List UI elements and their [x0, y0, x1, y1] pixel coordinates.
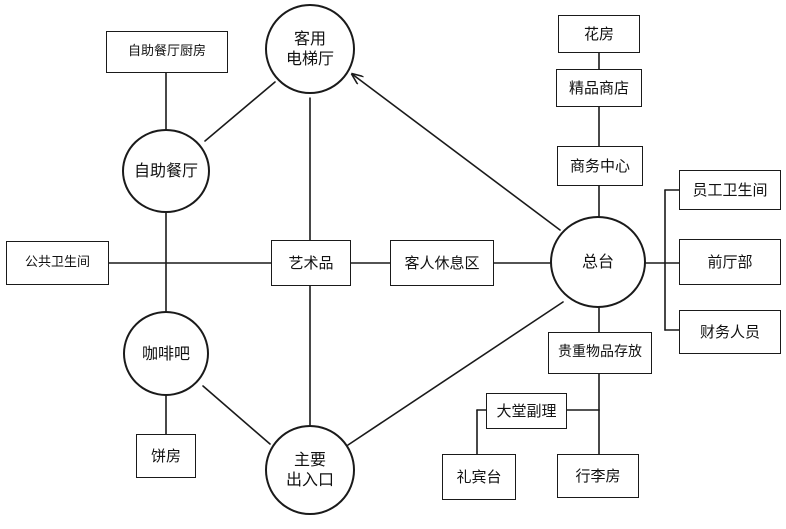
node-boutique: 精品商店: [556, 69, 642, 107]
node-flower-shop: 花房: [558, 15, 640, 53]
node-main-entrance: 主要 出入口: [265, 425, 355, 515]
node-guest-lounge: 客人休息区: [390, 240, 494, 286]
node-finance-staff: 财务人员: [679, 310, 781, 354]
node-public-toilet: 公共卫生间: [6, 241, 109, 285]
node-cafe-bar: 咖啡吧: [123, 311, 209, 396]
node-front-office: 前厅部: [679, 239, 781, 285]
node-front-desk: 总台: [550, 216, 646, 308]
node-buffet-restaurant: 自助餐厅: [122, 129, 210, 213]
node-concierge-desk: 礼宾台: [442, 454, 516, 500]
node-lobby-manager: 大堂副理: [486, 393, 567, 429]
line-desk-to-entrance: [347, 301, 564, 446]
node-artwork: 艺术品: [271, 240, 351, 286]
node-business-center: 商务中心: [557, 146, 643, 186]
node-valuables-storage: 贵重物品存放: [548, 332, 652, 374]
line-elevator-to-buffet: [204, 81, 276, 142]
line-desk-to-elevator-arrow: [352, 74, 561, 231]
node-staff-toilet: 员工卫生间: [679, 170, 781, 210]
node-buffet-kitchen: 自助餐厅厨房: [106, 31, 228, 73]
node-bakery: 饼房: [136, 434, 196, 478]
line-cafe-to-entrance: [202, 385, 271, 445]
node-luggage-room: 行李房: [557, 454, 639, 498]
node-guest-elevator-hall: 客用 电梯厅: [265, 4, 355, 94]
